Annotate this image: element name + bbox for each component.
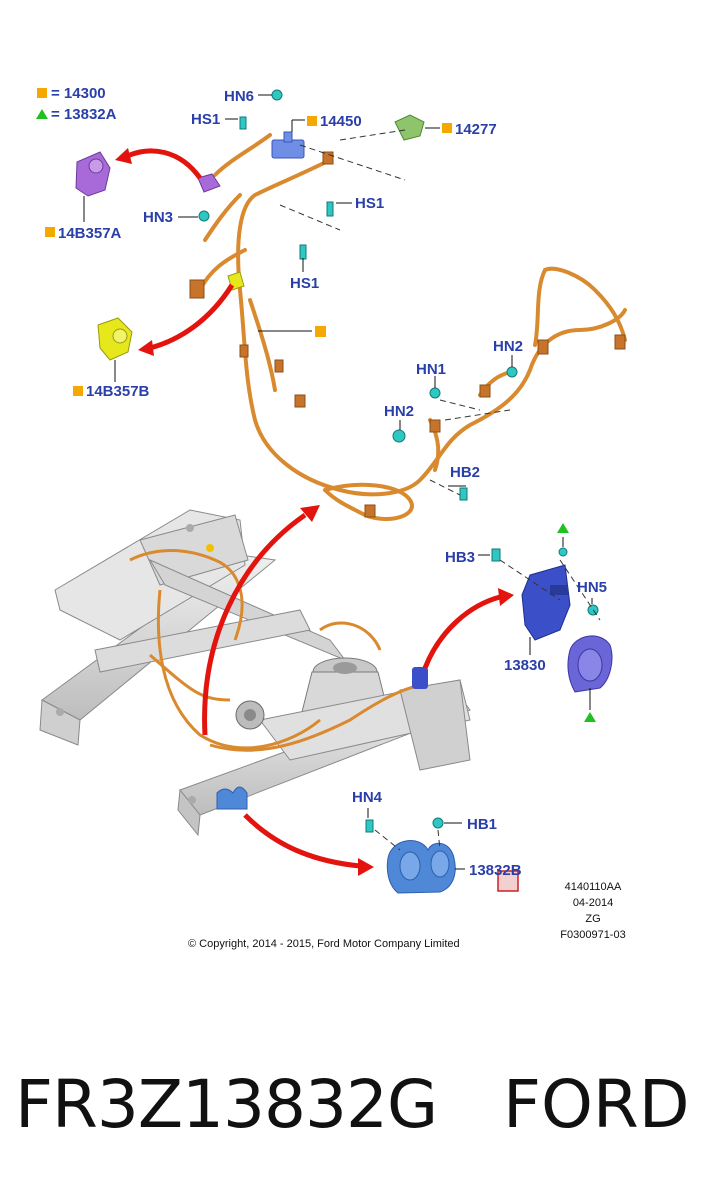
wiring-diagram: = 14300 = 13832A xyxy=(36,85,627,950)
marker-square-harness xyxy=(315,326,326,337)
label-hn2-left: HN2 xyxy=(384,403,414,420)
marker-square-14b357b xyxy=(73,386,83,396)
label-hb2: HB2 xyxy=(450,464,480,481)
meta-line-4: F0300971-03 xyxy=(560,929,625,941)
marker-triangle-bottom xyxy=(584,712,596,722)
bracket-13830 xyxy=(521,564,571,641)
module-14450 xyxy=(271,131,305,159)
copyright-text: © Copyright, 2014 - 2015, Ford Motor Com… xyxy=(188,938,460,950)
label-hb1: HB1 xyxy=(467,816,497,833)
marker-square-14277 xyxy=(442,123,452,133)
dashed-guides xyxy=(279,129,601,851)
meta-line-3: ZG xyxy=(585,913,600,925)
callout-arrows xyxy=(123,148,501,869)
main-wiring-harness xyxy=(198,133,627,521)
label-14b357b: 14B357B xyxy=(86,383,150,400)
part-number: FR3Z13832G xyxy=(15,1066,438,1143)
sensor-14b357a xyxy=(75,151,111,197)
label-hs1-mid: HS1 xyxy=(355,195,384,212)
footer: FR3Z13832G FORD xyxy=(0,1045,708,1165)
horn-13832b xyxy=(386,840,456,894)
label-hs1-low: HS1 xyxy=(290,275,319,292)
leader-lines xyxy=(83,94,593,870)
label-13832b: 13832B xyxy=(469,862,522,879)
label-14b357a: 14B357A xyxy=(58,225,122,242)
fasteners xyxy=(198,89,599,833)
label-14450: 14450 xyxy=(320,113,362,130)
label-hs1-top: HS1 xyxy=(191,111,220,128)
label-14277: 14277 xyxy=(455,121,497,138)
harness-connectors xyxy=(189,151,626,518)
purple-connector xyxy=(197,173,221,193)
label-hn1: HN1 xyxy=(416,361,446,378)
chassis-frame xyxy=(39,509,471,837)
legend-square-text: = 14300 xyxy=(51,85,106,102)
label-hn6: HN6 xyxy=(224,88,254,105)
horn-location-marker xyxy=(412,667,428,689)
legend-square-marker xyxy=(37,88,47,98)
meta-line-2: 04-2014 xyxy=(573,897,613,909)
label-hb3: HB3 xyxy=(445,549,475,566)
marker-square-14450 xyxy=(307,116,317,126)
label-hn5: HN5 xyxy=(577,579,607,596)
legend-triangle-marker xyxy=(36,109,48,119)
sensor-14b357b xyxy=(97,317,133,361)
marker-triangle-top xyxy=(557,523,569,533)
arrow-heads xyxy=(115,148,514,876)
label-hn4: HN4 xyxy=(352,789,383,806)
meta-line-1: 4140110AA xyxy=(565,881,622,893)
highlight-box xyxy=(497,870,519,892)
horn-location-lower xyxy=(216,786,248,810)
label-hn3: HN3 xyxy=(143,209,173,226)
connector-14277 xyxy=(394,114,425,141)
marker-square-14b357a xyxy=(45,227,55,237)
label-hn2-right: HN2 xyxy=(493,338,523,355)
chassis-harness xyxy=(129,549,421,752)
brand-name: FORD xyxy=(503,1066,690,1143)
horn-upper-right xyxy=(567,635,613,693)
legend-triangle-text: = 13832A xyxy=(51,106,117,123)
label-13830: 13830 xyxy=(504,657,546,674)
